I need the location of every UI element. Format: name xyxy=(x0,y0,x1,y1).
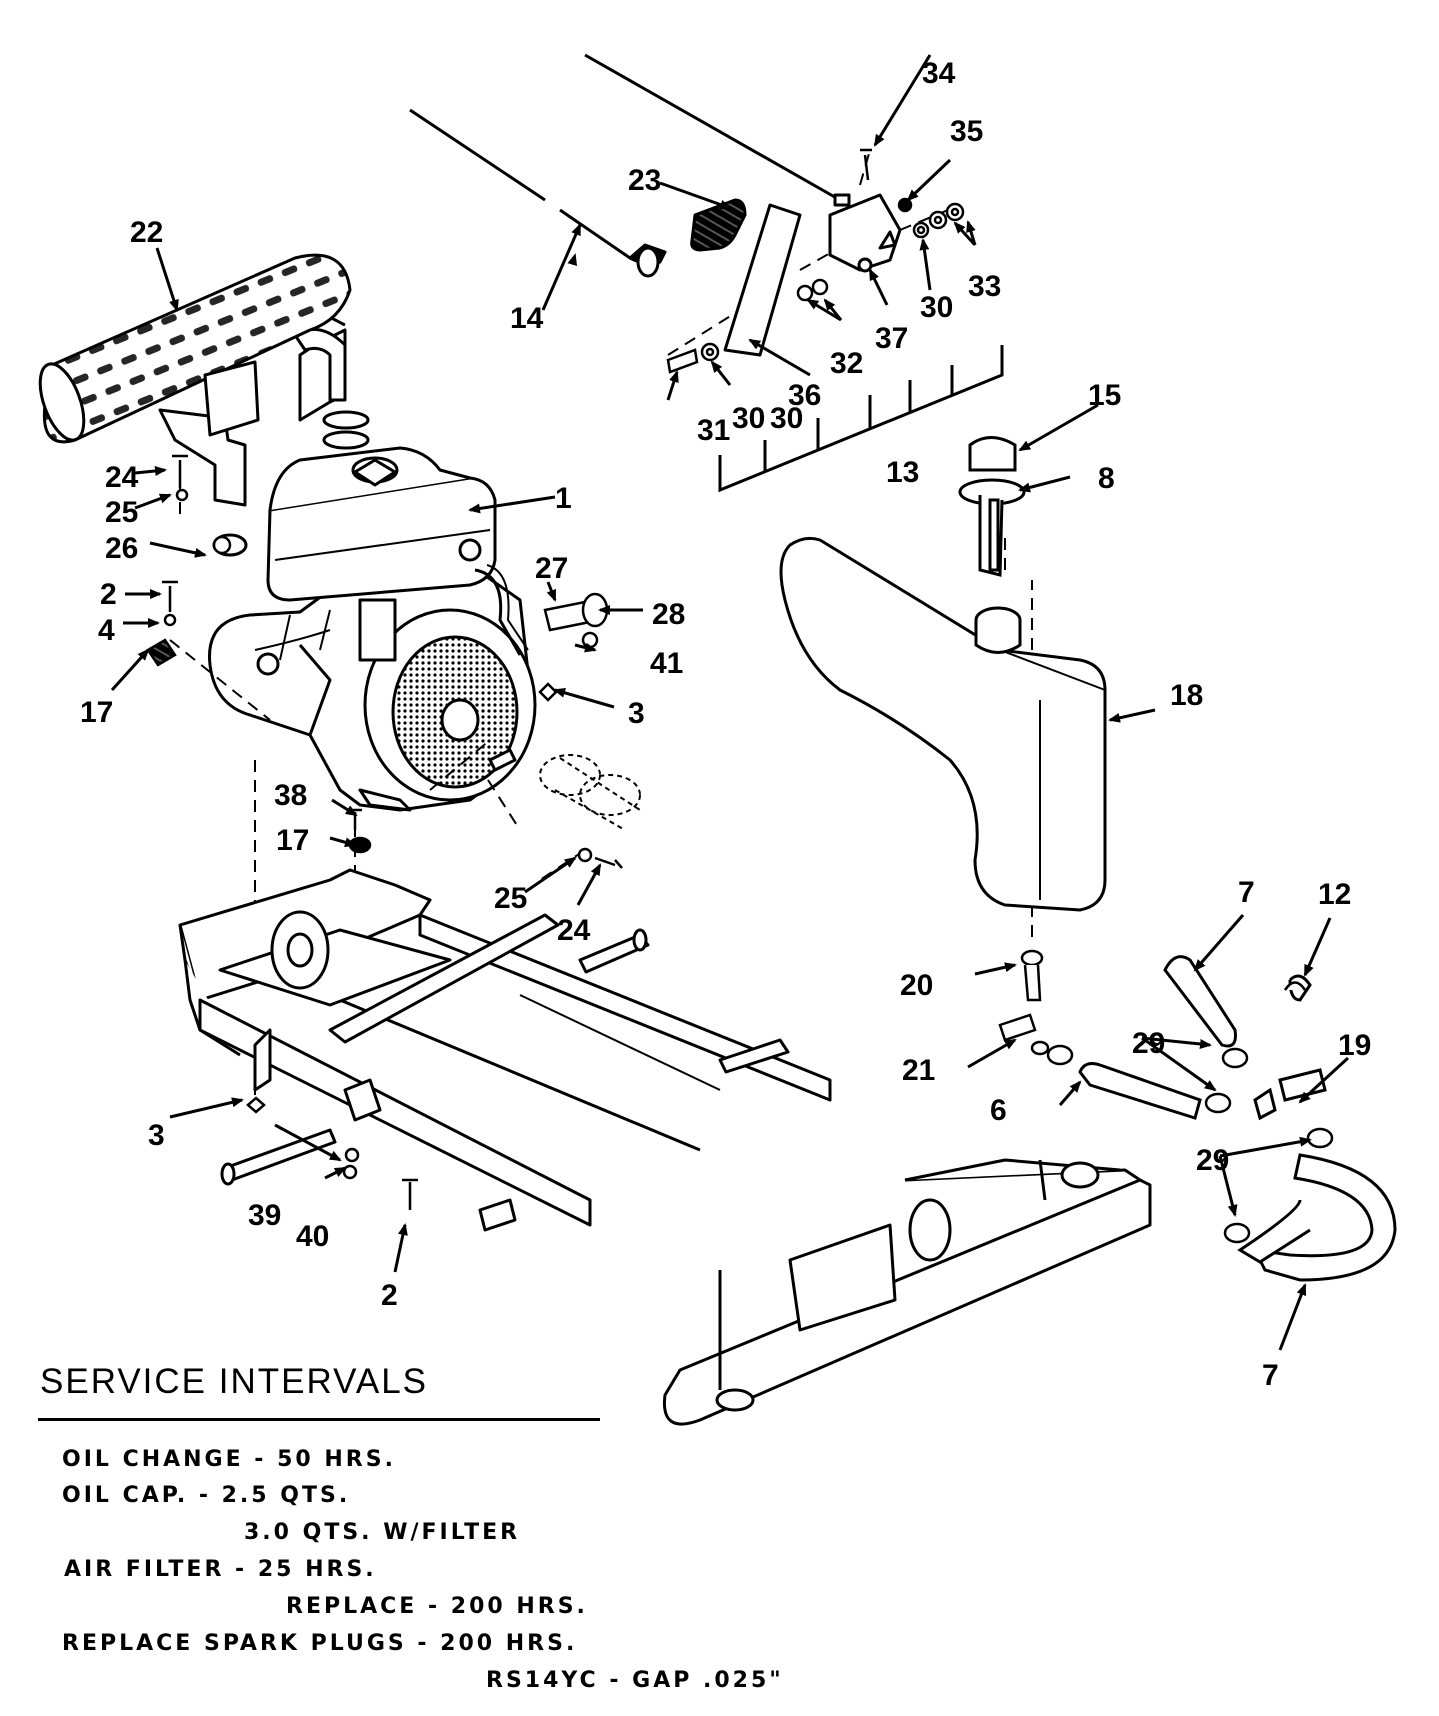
callout-37: 37 xyxy=(875,322,908,355)
callout-13: 13 xyxy=(886,456,919,489)
callout-25: 25 xyxy=(105,496,138,529)
service-intervals-panel: SERVICE INTERVALS OIL CHANGE - 50 HRS. O… xyxy=(38,1362,781,1693)
pedal-assembly xyxy=(628,193,902,357)
service-line-spark-plugs: REPLACE SPARK PLUGS - 200 HRS. xyxy=(62,1631,578,1656)
callout-25: 25 xyxy=(494,882,527,915)
callout-39: 39 xyxy=(248,1199,281,1232)
callout-15: 15 xyxy=(1088,379,1121,412)
callout-14: 14 xyxy=(510,302,544,335)
service-line-oil-change: OIL CHANGE - 50 HRS. xyxy=(62,1447,396,1472)
grouping-brackets xyxy=(718,345,1004,493)
callout-29: 29 xyxy=(1132,1027,1165,1060)
callout-35: 35 xyxy=(950,115,983,148)
chassis-frame xyxy=(178,868,1152,1426)
callout-23: 23 xyxy=(628,164,661,197)
callout-33: 33 xyxy=(968,270,1001,303)
callout-4: 4 xyxy=(98,614,115,647)
callout-28: 28 xyxy=(652,598,685,631)
callout-2: 2 xyxy=(381,1279,398,1312)
callout-32: 32 xyxy=(830,347,863,380)
service-line-spark-plug-gap: RS14YC - GAP .025" xyxy=(486,1668,784,1693)
callout-2: 2 xyxy=(100,578,117,611)
callout-40: 40 xyxy=(296,1220,329,1253)
callout-30: 30 xyxy=(732,402,765,435)
service-line-air-filter: AIR FILTER - 25 HRS. xyxy=(64,1557,377,1582)
service-intervals-title: SERVICE INTERVALS xyxy=(40,1362,429,1401)
callout-30: 30 xyxy=(770,402,803,435)
service-line-oil-cap: OIL CAP. - 2.5 QTS. xyxy=(62,1483,351,1508)
callout-7: 7 xyxy=(1238,876,1255,909)
hose-clamps xyxy=(1046,981,1334,1244)
callout-30: 30 xyxy=(920,291,953,324)
callout-18: 18 xyxy=(1170,679,1203,712)
callout-17: 17 xyxy=(80,696,113,729)
fuel-sender xyxy=(958,436,1026,577)
callout-20: 20 xyxy=(900,969,933,1002)
callout-21: 21 xyxy=(902,1054,935,1087)
callout-arrows xyxy=(110,54,1350,1351)
callout-17: 17 xyxy=(276,824,309,857)
callout-38: 38 xyxy=(274,779,307,812)
fuel-tank xyxy=(779,536,1107,912)
callout-6: 6 xyxy=(990,1094,1007,1127)
service-line-oil-cap-filter: 3.0 QTS. W/FILTER xyxy=(244,1520,521,1545)
callout-24: 24 xyxy=(557,914,591,947)
callout-41: 41 xyxy=(650,647,683,680)
callout-36: 36 xyxy=(788,379,821,412)
callout-31: 31 xyxy=(697,414,730,447)
callout-19: 19 xyxy=(1338,1029,1371,1062)
callout-3: 3 xyxy=(148,1119,165,1152)
fuel-hoses xyxy=(1078,955,1397,1282)
callout-24: 24 xyxy=(105,461,139,494)
callout-29: 29 xyxy=(1196,1144,1229,1177)
callout-27: 27 xyxy=(535,552,568,585)
callout-labels: 1 2 2 3 3 4 6 7 7 8 12 13 14 15 17 17 18… xyxy=(80,57,1371,1392)
engine xyxy=(208,446,537,812)
callout-34: 34 xyxy=(922,57,956,90)
callout-3: 3 xyxy=(628,697,645,730)
callout-7: 7 xyxy=(1262,1359,1279,1392)
callout-26: 26 xyxy=(105,532,138,565)
callout-22: 22 xyxy=(130,216,163,249)
callout-8: 8 xyxy=(1098,462,1115,495)
muffler xyxy=(38,253,370,557)
callout-12: 12 xyxy=(1318,878,1351,911)
title-underline xyxy=(38,1418,600,1421)
callout-1: 1 xyxy=(555,482,572,515)
service-line-air-filter-replace: REPLACE - 200 HRS. xyxy=(286,1594,588,1619)
throttle-cable xyxy=(409,53,841,260)
ghost-pulley xyxy=(539,754,641,831)
